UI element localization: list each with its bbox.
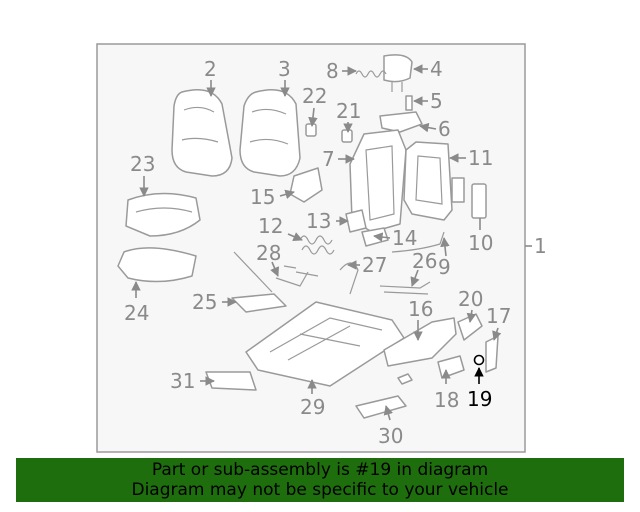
callout-1[interactable]: 1 xyxy=(534,234,547,258)
callouts: 2 3 4 5 6 7 8 9 10 11 12 13 14 15 16 17 xyxy=(124,57,511,448)
callout-11[interactable]: 11 xyxy=(468,146,493,170)
callout-17[interactable]: 17 xyxy=(486,304,511,328)
callout-18[interactable]: 18 xyxy=(434,388,459,412)
callout-25[interactable]: 25 xyxy=(192,290,217,314)
callout-20[interactable]: 20 xyxy=(458,287,483,311)
callout-19[interactable]: 19 xyxy=(467,387,492,411)
banner-line-2: Diagram may not be specific to your vehi… xyxy=(131,480,509,500)
callout-29[interactable]: 29 xyxy=(300,395,325,419)
part-19-ring[interactable] xyxy=(473,354,485,366)
callout-7[interactable]: 7 xyxy=(322,147,335,171)
banner-line-1: Part or sub-assembly is #19 in diagram xyxy=(151,460,489,480)
callout-31[interactable]: 31 xyxy=(170,369,195,393)
callout-30[interactable]: 30 xyxy=(378,424,403,448)
callout-26[interactable]: 26 xyxy=(412,249,437,273)
callout-21[interactable]: 21 xyxy=(336,99,361,123)
callout-27[interactable]: 27 xyxy=(362,253,387,277)
callout-22[interactable]: 22 xyxy=(302,84,327,108)
callout-13[interactable]: 13 xyxy=(306,209,331,233)
callout-14[interactable]: 14 xyxy=(392,226,417,250)
callout-16[interactable]: 16 xyxy=(408,297,433,321)
callout-9[interactable]: 9 xyxy=(438,255,451,279)
info-banner: Part or sub-assembly is #19 in diagram D… xyxy=(16,458,624,502)
callout-5[interactable]: 5 xyxy=(430,89,443,113)
callout-8[interactable]: 8 xyxy=(326,59,339,83)
callout-10[interactable]: 10 xyxy=(468,231,493,255)
callout-12[interactable]: 12 xyxy=(258,214,283,238)
callout-23[interactable]: 23 xyxy=(130,152,155,176)
callout-4[interactable]: 4 xyxy=(430,57,443,81)
part-shapes xyxy=(117,54,499,419)
callout-6[interactable]: 6 xyxy=(438,117,451,141)
callout-24[interactable]: 24 xyxy=(124,301,149,325)
callout-3[interactable]: 3 xyxy=(278,57,291,81)
callout-15[interactable]: 15 xyxy=(250,185,275,209)
callout-2[interactable]: 2 xyxy=(204,57,217,81)
callout-28[interactable]: 28 xyxy=(256,241,281,265)
